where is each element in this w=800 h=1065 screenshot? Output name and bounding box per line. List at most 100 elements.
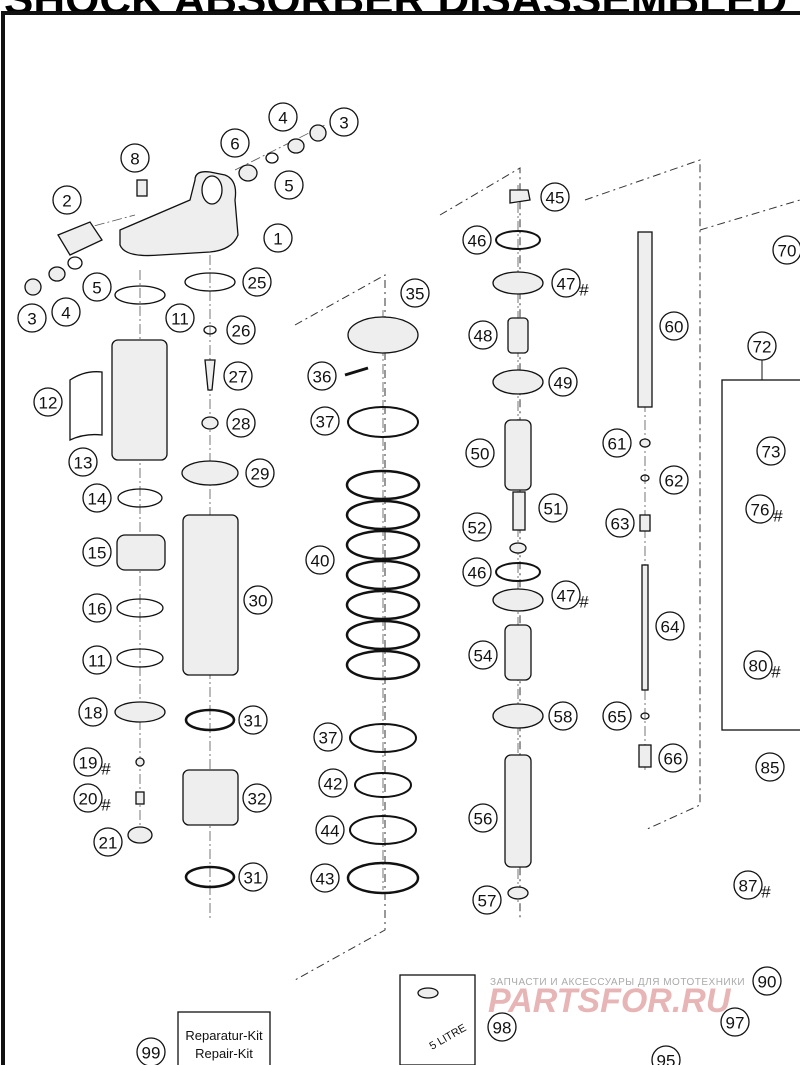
callout-number: 47 <box>557 275 576 294</box>
group-boundaries <box>294 159 800 981</box>
callout-circle <box>747 331 777 361</box>
callout-circle <box>315 815 345 845</box>
callout-number: 95 <box>657 1052 676 1065</box>
part-29-nut <box>181 460 239 486</box>
callout-37: 37 <box>310 406 340 436</box>
part-callouts: 1233445568111112131415161819#20#21252627… <box>17 102 800 1065</box>
part-56-shims <box>504 754 532 868</box>
callout-48: 48 <box>468 320 498 350</box>
callout-60: 60 <box>659 311 689 341</box>
callout-number: 46 <box>468 232 487 251</box>
part-2-adjuster <box>57 221 103 256</box>
callout-number: 11 <box>88 652 106 671</box>
callout-circle <box>310 863 340 893</box>
part-28 <box>201 416 219 430</box>
callout-47-2: 47# <box>551 580 589 612</box>
part-5-left <box>67 256 83 270</box>
part-58-piston <box>492 703 544 729</box>
callout-number: 25 <box>248 274 267 293</box>
callout-circle <box>307 361 337 391</box>
part-36-screw <box>344 366 369 377</box>
part-13-reservoir <box>111 339 168 461</box>
callout-number: 14 <box>88 490 107 509</box>
callout-circle <box>487 1012 517 1042</box>
callout-26: 26 <box>226 315 256 345</box>
part-48 <box>507 317 529 354</box>
callout-circle <box>733 870 763 900</box>
part-31-ring-top <box>184 708 236 732</box>
part-16-ring <box>116 598 164 618</box>
callout-15: 15 <box>82 537 112 567</box>
callout-number: 58 <box>554 708 573 727</box>
callout-number: 98 <box>493 1019 512 1038</box>
callout-12: 12 <box>33 387 63 417</box>
callout-2: 2 <box>52 185 82 215</box>
part-43-ring <box>346 861 420 895</box>
callout-1: 1 <box>263 223 293 253</box>
callout-circle <box>73 747 103 777</box>
callout-66: 66 <box>658 743 688 773</box>
part-6-bearing <box>238 164 258 182</box>
callout-circle <box>745 494 775 524</box>
part-57 <box>507 886 529 900</box>
callout-64: 64 <box>655 611 685 641</box>
callout-42: 42 <box>318 768 348 798</box>
callout-circle <box>602 701 632 731</box>
callout-circle <box>548 367 578 397</box>
part-19 <box>135 757 145 767</box>
callout-number: 42 <box>324 775 343 794</box>
callout-47: 47# <box>551 268 589 300</box>
callout-circle <box>305 545 335 575</box>
callout-circle <box>400 278 430 308</box>
callout-number: 6 <box>230 135 239 154</box>
callout-number: 73 <box>762 443 781 462</box>
callout-circle <box>52 185 82 215</box>
callout-circle <box>605 508 635 538</box>
callout-circle <box>120 143 150 173</box>
callout-circle <box>17 303 47 333</box>
callout-44: 44 <box>315 815 345 845</box>
callout-circle <box>329 107 359 137</box>
callout-97: 97 <box>720 1007 750 1037</box>
callout-circle <box>720 1007 750 1037</box>
callout-hash-mark: # <box>579 593 589 612</box>
callout-number: 4 <box>278 109 287 128</box>
callout-number: 49 <box>554 374 573 393</box>
part-27-pin <box>204 359 216 391</box>
callout-5: 5 <box>82 272 112 302</box>
callout-number: 28 <box>232 415 251 434</box>
part-21-cap <box>127 826 153 844</box>
callout-95: 95 <box>651 1045 681 1065</box>
part-3-left <box>24 278 42 296</box>
callout-number: 26 <box>232 322 251 341</box>
callout-number: 72 <box>753 338 772 357</box>
callout-43: 43 <box>310 863 340 893</box>
callout-circle <box>310 406 340 436</box>
callout-circle <box>82 593 112 623</box>
part-64-needle <box>641 564 649 691</box>
callout-circle <box>752 966 782 996</box>
callout-40: 40 <box>305 545 335 575</box>
callout-number: 32 <box>248 790 267 809</box>
callout-circle <box>33 387 63 417</box>
part-52 <box>509 542 527 554</box>
callout-circle <box>602 428 632 458</box>
callout-number: 35 <box>406 285 425 304</box>
callout-number: 40 <box>311 552 330 571</box>
callout-number: 52 <box>468 519 487 538</box>
boundary-right-group <box>699 199 800 231</box>
callout-number: 29 <box>251 465 270 484</box>
callout-30: 30 <box>243 585 273 615</box>
callout-number: 31 <box>244 712 263 731</box>
callout-circle <box>655 611 685 641</box>
callout-number: 48 <box>474 327 493 346</box>
part-32-nut <box>182 769 239 826</box>
callout-5-2: 5 <box>274 170 304 200</box>
callout-73: 73 <box>756 436 786 466</box>
callout-number: 37 <box>319 729 338 748</box>
callout-number: 45 <box>546 189 565 208</box>
callout-circle <box>659 311 689 341</box>
callout-46: 46 <box>462 225 492 255</box>
callout-61: 61 <box>602 428 632 458</box>
callout-circle <box>538 493 568 523</box>
